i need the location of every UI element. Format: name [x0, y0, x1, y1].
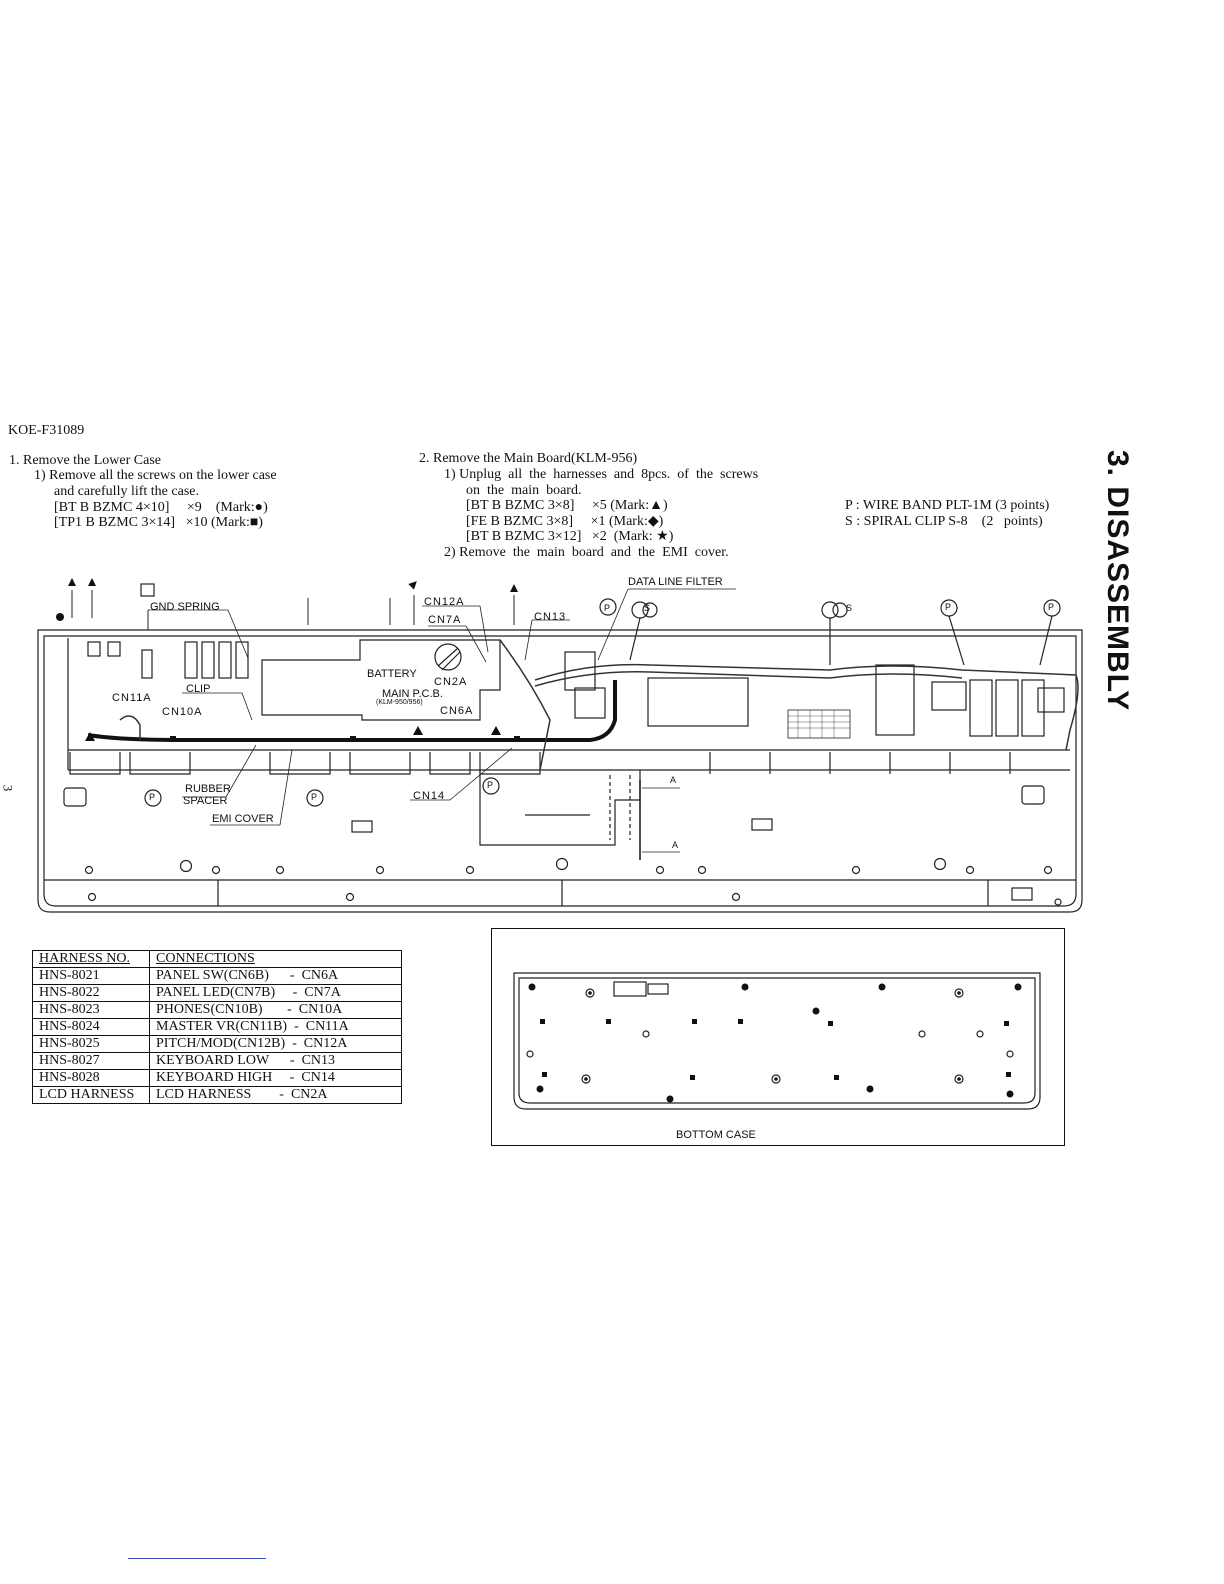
label-data-line-filter: DATA LINE FILTER [628, 576, 723, 588]
label-main-pcb: MAIN P.C.B. [382, 688, 443, 700]
section-title: 3. DISASSEMBLY [1101, 450, 1134, 712]
label-p-top-far-right: P [1048, 602, 1055, 612]
label-rubber: RUBBER [185, 783, 231, 795]
harness-no: HNS-8024 [32, 1018, 150, 1036]
label-main-pcb-sub: (KLM-950/956) [376, 699, 423, 706]
bottom-case-panel: BOTTOM CASE [491, 928, 1065, 1146]
page-number: 3 [0, 784, 16, 792]
step1-screw1: [BT B BZMC 4×10] ×9 (Mark:●) [54, 500, 268, 515]
label-p-top-left: P [604, 603, 611, 613]
label-spacer: SPACER [183, 795, 228, 807]
step2-screw3: [BT B BZMC 3×12] ×2 (Mark: ★) [466, 529, 674, 544]
connection: MASTER VR(CN11B) - CN11A [149, 1018, 402, 1036]
harness-bundle [87, 680, 617, 742]
step1-heading: 1. Remove the Lower Case [9, 453, 162, 468]
label-cn13: CN13 [534, 611, 567, 623]
label-gnd-spring: GND SPRING [150, 601, 220, 613]
label-battery: BATTERY [367, 668, 417, 680]
step2-heading: 2. Remove the Main Board(KLM-956) [419, 451, 638, 466]
step2-screw2: [FE B BZMC 3×8] ×1 (Mark:◆) [466, 514, 664, 529]
lower-case-diagram [37, 578, 1083, 913]
label-cn14: CN14 [413, 790, 446, 802]
step2-line2: on the main board. [466, 483, 582, 498]
header-harness-no: HARNESS NO. [32, 950, 150, 968]
label-section-a-top: A [670, 775, 677, 785]
step2-screw1: [BT B BZMC 3×8] ×5 (Mark:▲) [466, 498, 668, 513]
harness-no: HNS-8022 [32, 984, 150, 1002]
connection: KEYBOARD HIGH - CN14 [149, 1069, 402, 1087]
label-p-bottom-mid: P [311, 792, 318, 802]
label-emi-cover: EMI COVER [212, 813, 274, 825]
label-s-top-mid: S [846, 603, 853, 613]
header-connections: CONNECTIONS [149, 950, 402, 968]
label-cn7a: CN7A [428, 614, 462, 626]
harness-no: HNS-8021 [32, 967, 150, 985]
label-section-a-bottom: A [672, 840, 679, 850]
label-cn10a: CN10A [162, 706, 203, 718]
footer-line [128, 1558, 266, 1559]
label-clip: CLIP [186, 683, 211, 695]
bottom-case-diagram [513, 972, 1041, 1110]
main-pcb-outline [261, 639, 501, 721]
connection: KEYBOARD LOW - CN13 [149, 1052, 402, 1070]
label-p-top-right: P [945, 602, 952, 612]
label-p-bottom-right: P [487, 780, 494, 790]
step1-line1: 1) Remove all the screws on the lower ca… [34, 468, 277, 483]
connection: LCD HARNESS - CN2A [149, 1086, 402, 1104]
harness-no: HNS-8027 [32, 1052, 150, 1070]
step2-line1: 1) Unplug all the harnesses and 8pcs. of… [444, 467, 759, 482]
document-code: KOE-F31089 [8, 423, 85, 438]
table-header-row: HARNESS NO. CONNECTIONS [32, 950, 402, 968]
label-p-bottom-left: P [149, 792, 156, 802]
label-s-top-left: S [644, 603, 651, 613]
step1-screw2: [TP1 B BZMC 3×14] ×10 (Mark:■) [54, 515, 263, 530]
legend-wire-band: P : WIRE BAND PLT-1M (3 points) [845, 498, 1050, 513]
label-cn2a: CN2A [434, 676, 468, 688]
label-bottom-case: BOTTOM CASE [676, 1129, 756, 1141]
connection: PANEL SW(CN6B) - CN6A [149, 967, 402, 985]
connection: PHONES(CN10B) - CN10A [149, 1001, 402, 1019]
harness-no: HNS-8023 [32, 1001, 150, 1019]
label-cn11a: CN11A [112, 692, 152, 704]
connection: PANEL LED(CN7B) - CN7A [149, 984, 402, 1002]
step2-line3: 2) Remove the main board and the EMI cov… [444, 545, 729, 560]
harness-no: HNS-8025 [32, 1035, 150, 1053]
label-cn12a: CN12A [424, 596, 465, 608]
step1-line2: and carefully lift the case. [54, 484, 199, 499]
case-outline [37, 629, 1083, 913]
harness-no: HNS-8028 [32, 1069, 150, 1087]
section-title-vertical: 3. DISASSEMBLY [1092, 450, 1152, 750]
label-cn6a: CN6A [440, 705, 474, 717]
harness-no: LCD HARNESS [32, 1086, 150, 1104]
legend-spiral-clip: S : SPIRAL CLIP S-8 (2 points) [845, 514, 1043, 529]
connection: PITCH/MOD(CN12B) - CN12A [149, 1035, 402, 1053]
